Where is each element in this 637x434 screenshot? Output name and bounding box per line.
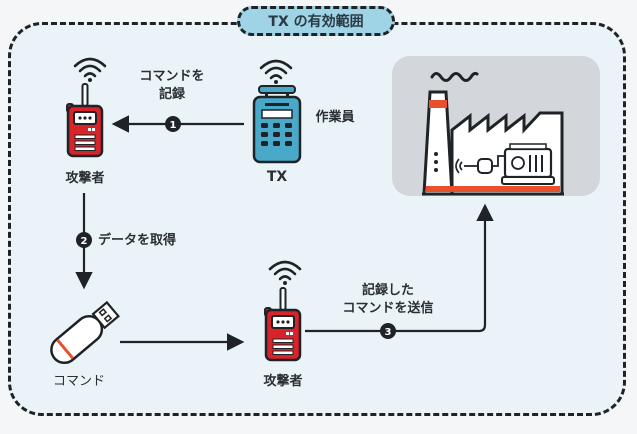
svg-text:3: 3 xyxy=(385,327,392,338)
step-2-badge: 2 xyxy=(76,232,92,248)
step-3-arrow xyxy=(305,203,494,333)
usb-drive-icon xyxy=(50,300,120,365)
attacker-bottom-label: 攻撃者 xyxy=(263,374,303,389)
step-1-badge: 1 xyxy=(165,116,181,132)
tx-range-title: TX の有効範囲 xyxy=(237,6,395,36)
tx-wifi-icon xyxy=(259,59,293,86)
step-2-label: データを取得 xyxy=(98,233,177,248)
tx-label: TX xyxy=(266,169,288,185)
step-3-badge: 3 xyxy=(380,323,396,339)
attacker-bottom-wifi-icon xyxy=(268,260,302,287)
svg-text:2: 2 xyxy=(81,236,88,247)
svg-text:1: 1 xyxy=(170,120,177,131)
step-3-label: 記録した コマンドを送信 xyxy=(326,282,450,318)
step-1-label-line2: 記録 xyxy=(158,87,185,102)
attacker-top-wifi-icon xyxy=(73,57,107,84)
worker-label: 作業員 xyxy=(315,110,355,125)
attacker-top-walkie-talkie-icon xyxy=(65,82,104,158)
step-3-label-line1: 記録した xyxy=(361,283,414,298)
step-3-label-line2: コマンドを送信 xyxy=(342,301,434,316)
step-1-label: コマンドを 記録 xyxy=(135,68,209,104)
step-1-label-line1: コマンドを xyxy=(139,69,205,84)
factory-icon xyxy=(422,71,564,196)
attacker-top-label: 攻撃者 xyxy=(65,171,105,186)
attacker-bottom-walkie-talkie-icon xyxy=(263,286,302,362)
usb-label: コマンド xyxy=(52,374,105,389)
tx-remote-icon xyxy=(252,85,302,164)
